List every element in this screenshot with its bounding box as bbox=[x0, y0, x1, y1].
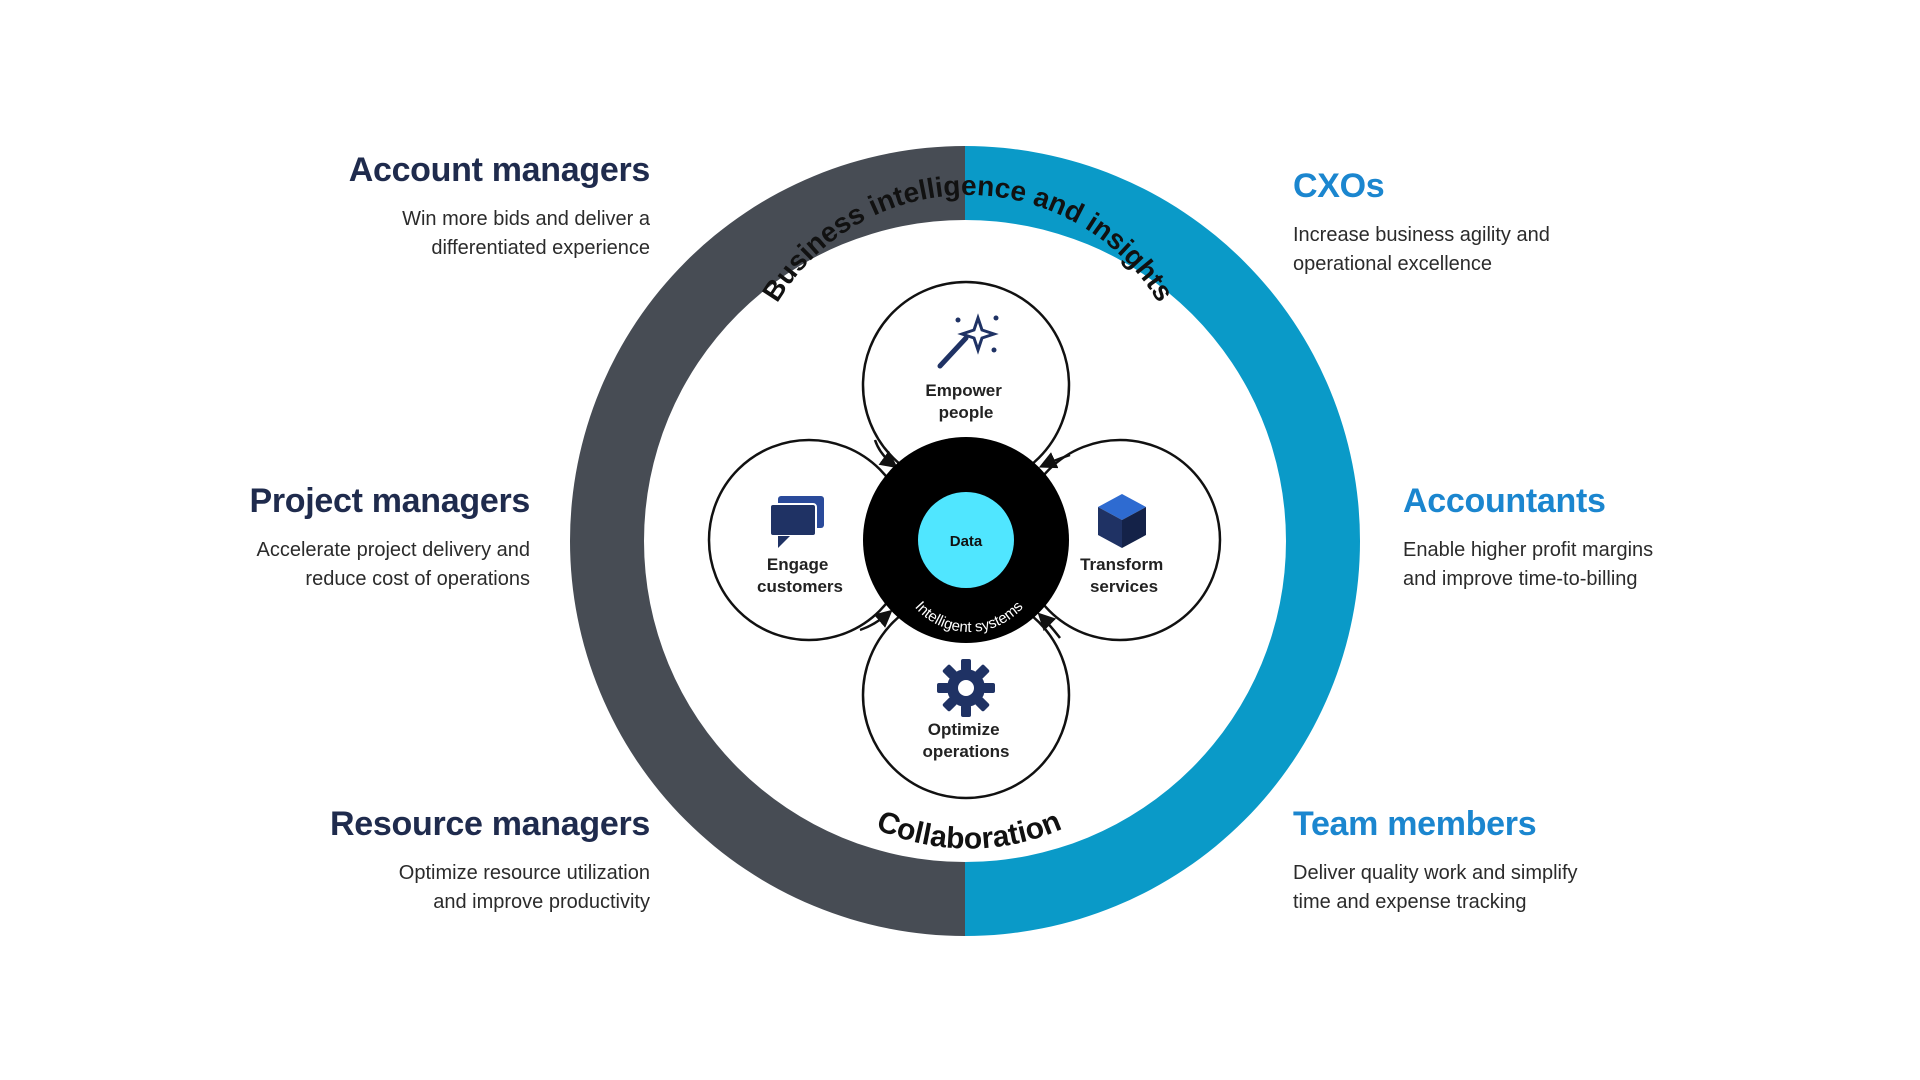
desc-line: Deliver quality work and simplify bbox=[1293, 862, 1578, 885]
desc-line: differentiated experience bbox=[431, 237, 650, 260]
petal-left-label: Engage customers bbox=[757, 555, 843, 596]
persona-project-managers: Project managers Accelerate project deli… bbox=[10, 482, 530, 594]
persona-description: Win more bids and deliver a differentiat… bbox=[130, 205, 650, 263]
ring-label-bottom: Collaboration bbox=[872, 805, 1065, 856]
cube-icon bbox=[1098, 494, 1146, 548]
core-center-label: Data bbox=[950, 533, 983, 550]
arrow-right-to-core bbox=[1038, 452, 1071, 469]
persona-resource-managers: Resource managers Optimize resource util… bbox=[130, 805, 650, 917]
persona-title: Resource managers bbox=[330, 805, 650, 843]
desc-line: Optimize resource utilization bbox=[398, 862, 650, 885]
outer-ring-right bbox=[965, 146, 1360, 936]
petal-top-label: Empower people bbox=[925, 381, 1006, 422]
gear-icon bbox=[937, 659, 995, 717]
persona-accountants: Accountants Enable higher profit margins… bbox=[1403, 482, 1920, 594]
persona-title: CXOs bbox=[1293, 167, 1385, 205]
desc-line: operational excellence bbox=[1293, 253, 1493, 276]
persona-description: Optimize resource utilization and improv… bbox=[130, 859, 650, 917]
desc-line: Enable higher profit margins bbox=[1403, 539, 1654, 562]
persona-title: Account managers bbox=[348, 151, 651, 189]
arrow-bottom-to-core bbox=[1037, 612, 1061, 639]
desc-line: Accelerate project delivery and bbox=[256, 539, 530, 562]
petal-bottom-label: Optimize operations bbox=[923, 720, 1010, 761]
chat-bubbles-icon bbox=[769, 496, 824, 548]
desc-line: Win more bids and deliver a bbox=[402, 208, 650, 231]
persona-team-members: Team members Deliver quality work and si… bbox=[1293, 805, 1813, 917]
persona-title: Team members bbox=[1293, 805, 1537, 843]
desc-line: Increase business agility and bbox=[1293, 224, 1550, 247]
outer-ring-left bbox=[570, 146, 965, 936]
persona-description: Increase business agility and operationa… bbox=[1293, 221, 1813, 279]
desc-line: time and expense tracking bbox=[1293, 891, 1527, 914]
data-dot bbox=[918, 492, 1014, 588]
desc-line: and improve time-to-billing bbox=[1403, 568, 1638, 591]
persona-description: Enable higher profit margins and improve… bbox=[1403, 536, 1920, 594]
persona-title: Accountants bbox=[1403, 482, 1606, 520]
desc-line: and improve productivity bbox=[433, 891, 650, 914]
persona-account-managers: Account managers Win more bids and deliv… bbox=[130, 151, 651, 263]
persona-cxos: CXOs Increase business agility and opera… bbox=[1293, 167, 1813, 279]
persona-title: Project managers bbox=[249, 482, 530, 520]
desc-line: reduce cost of operations bbox=[305, 568, 530, 591]
petal-right-label: Transform services bbox=[1080, 555, 1168, 596]
arrow-top-to-core bbox=[873, 439, 898, 469]
persona-description: Deliver quality work and simplify time a… bbox=[1293, 859, 1813, 917]
persona-description: Accelerate project delivery and reduce c… bbox=[10, 536, 530, 594]
magic-wand-icon bbox=[937, 313, 999, 369]
arrow-left-to-core bbox=[859, 609, 893, 632]
